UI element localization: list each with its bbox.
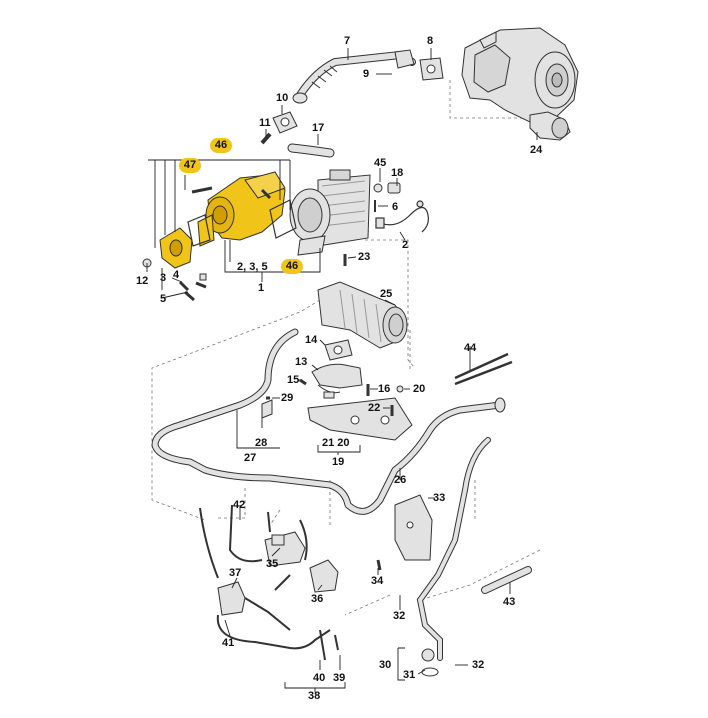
gasket-8 [419,57,444,81]
label-24: 24 [530,144,543,156]
label-11: 11 [259,117,271,129]
badge-47: 47 [179,158,201,173]
label-44: 44 [464,342,477,354]
valve-bolts [191,186,272,200]
bracket-fasteners [261,378,404,419]
gasket-10 [272,111,298,134]
label-3: 3 [160,272,167,284]
badge-46-bottom: 46 [281,259,303,274]
label-43: 43 [503,596,516,608]
flange-14 [324,339,353,361]
label-22: 22 [368,402,381,414]
hose-17 [287,143,335,158]
intake-manifold [317,281,408,349]
solenoid-valves [217,531,339,616]
label-36: 36 [311,593,324,605]
label-27: 27 [244,452,257,464]
label-6: 6 [392,201,399,213]
label-32-upper: 32 [393,610,406,622]
label-17: 17 [312,122,325,134]
label-39: 39 [333,672,346,684]
label-30: 30 [379,659,392,671]
leader-lines [146,48,538,692]
label-23: 23 [358,251,371,263]
pipe-13 [311,363,363,394]
valve-gaskets [187,199,297,247]
label-14: 14 [305,334,318,346]
label-9: 9 [363,68,370,80]
label-2: 2 [402,239,409,251]
egr-valve-highlight [159,171,286,269]
bolt-11 [260,132,272,145]
egr-pipe [292,49,416,104]
bolt-34 [376,559,382,571]
label-4: 4 [173,269,180,281]
label-42: 42 [233,499,246,511]
label-5: 5 [160,293,167,305]
label-13: 13 [295,356,308,368]
label-12: 12 [136,275,149,287]
badge-46-top: 46 [210,138,232,153]
vacuum-line-26 [151,328,506,515]
bracket-19 [307,397,413,441]
label-29: 29 [281,392,294,404]
label-1: 1 [258,282,265,294]
temp-sensor [375,200,429,233]
label-31: 31 [403,669,416,681]
label-16: 16 [378,383,391,395]
label-41: 41 [222,637,235,649]
label-34: 34 [371,575,384,587]
label-35: 35 [266,558,279,570]
label-18: 18 [391,167,404,179]
label-40: 40 [313,672,326,684]
label-15: 15 [287,374,300,386]
label-10: 10 [276,92,289,104]
label-28: 28 [255,437,268,449]
egr-cooler [289,169,371,256]
label-32-lower: 32 [472,659,485,671]
label-38: 38 [308,690,321,702]
label-33: 33 [433,492,446,504]
label-19: 19 [332,456,345,468]
label-37: 37 [229,567,242,579]
label-45: 45 [374,157,387,169]
label-235: 2, 3, 5 [237,261,268,273]
label-20: 20 [413,383,426,395]
sealant-tube-43 [481,566,532,594]
bracket-33 [394,494,433,561]
label-8: 8 [427,35,434,47]
vacuum-line-right [416,437,491,677]
vacuum-hoses-lower [199,504,339,661]
turbocharger [461,27,579,141]
label-26: 26 [394,474,407,486]
label-7: 7 [344,35,351,47]
label-25: 25 [380,288,393,300]
vacuum-lines-44 [454,352,513,386]
label-21-20: 21 20 [322,437,350,449]
